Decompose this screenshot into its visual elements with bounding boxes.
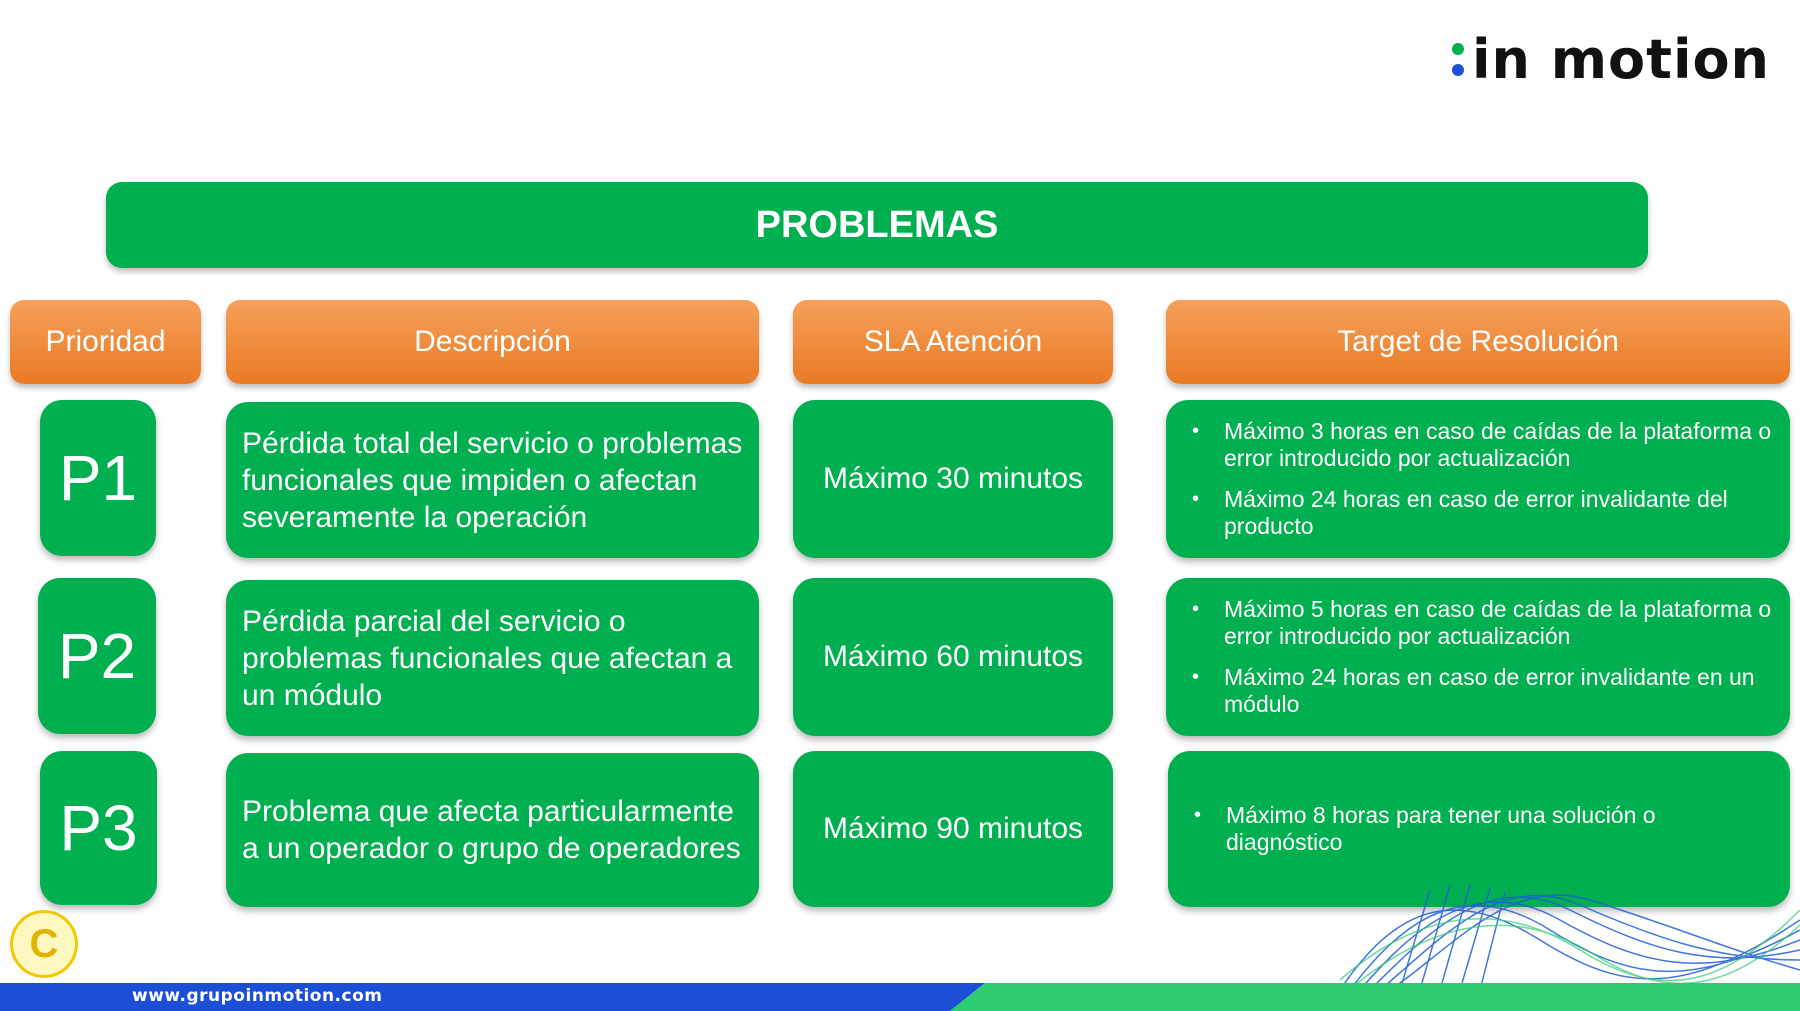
sla-text: Máximo 90 minutos bbox=[822, 812, 1084, 845]
list-item: • Máximo 5 horas en caso de caídas de la … bbox=[1192, 596, 1774, 650]
description-p3: Problema que afecta particularmente a un… bbox=[226, 753, 759, 907]
header-descripcion-label: Descripción bbox=[414, 325, 571, 358]
target-list: • Máximo 3 horas en caso de caídas de la … bbox=[1192, 418, 1774, 540]
target-text: Máximo 24 horas en caso de error invalid… bbox=[1224, 486, 1728, 539]
priority-label: P1 bbox=[58, 442, 138, 514]
header-prioridad: Prioridad bbox=[10, 300, 201, 384]
sla-text: Máximo 60 minutos bbox=[822, 640, 1084, 673]
target-text: Máximo 24 horas en caso de error invalid… bbox=[1224, 664, 1755, 717]
sla-p2: Máximo 60 minutos bbox=[793, 578, 1113, 736]
list-item: • Máximo 24 horas en caso de error invali… bbox=[1192, 486, 1774, 540]
website-link[interactable]: www.grupoinmotion.com bbox=[132, 986, 383, 1006]
header-sla-label: SLA Atención bbox=[863, 325, 1043, 358]
priority-label: P2 bbox=[57, 620, 137, 692]
bullet-icon: • bbox=[1192, 488, 1200, 510]
header-descripcion: Descripción bbox=[226, 300, 759, 384]
target-list: • Máximo 5 horas en caso de caídas de la … bbox=[1192, 596, 1774, 718]
problemas-banner: PROBLEMAS bbox=[106, 182, 1648, 268]
logo-dots-icon bbox=[1452, 43, 1465, 76]
description-text: Pérdida parcial del servicio o problemas… bbox=[242, 604, 733, 712]
target-text: Máximo 5 horas en caso de caídas de la p… bbox=[1224, 596, 1772, 649]
priority-p1: P1 bbox=[40, 400, 156, 556]
list-item: • Máximo 3 horas en caso de caídas de la … bbox=[1192, 418, 1774, 472]
target-p2: • Máximo 5 horas en caso de caídas de la … bbox=[1166, 578, 1790, 736]
priority-label: P3 bbox=[59, 792, 138, 864]
priority-p3: P3 bbox=[40, 751, 157, 905]
description-p1: Pérdida total del servicio o problemas f… bbox=[226, 402, 759, 558]
bullet-icon: • bbox=[1192, 420, 1200, 442]
bullet-icon: • bbox=[1192, 598, 1200, 620]
target-p3: • Máximo 8 horas para tener una solución … bbox=[1168, 751, 1790, 907]
header-target-label: Target de Resolución bbox=[1337, 325, 1619, 358]
description-text: Pérdida total del servicio o problemas f… bbox=[242, 426, 743, 534]
priority-p2: P2 bbox=[38, 578, 156, 734]
banner-title: PROBLEMAS bbox=[755, 203, 999, 246]
target-list: • Máximo 8 horas para tener una solución … bbox=[1194, 802, 1774, 856]
header-target: Target de Resolución bbox=[1166, 300, 1790, 384]
sla-p1: Máximo 30 minutos bbox=[793, 400, 1113, 558]
bullet-icon: • bbox=[1194, 804, 1202, 826]
copyright-coin-icon: C bbox=[10, 910, 78, 978]
header-sla: SLA Atención bbox=[793, 300, 1113, 384]
target-text: Máximo 3 horas en caso de caídas de la p… bbox=[1224, 418, 1772, 471]
description-p2: Pérdida parcial del servicio o problemas… bbox=[226, 580, 759, 736]
inmotion-logo: in motion bbox=[1452, 28, 1770, 91]
footer-band bbox=[0, 983, 1800, 1011]
target-p1: • Máximo 3 horas en caso de caídas de la … bbox=[1166, 400, 1790, 558]
list-item: • Máximo 24 horas en caso de error invali… bbox=[1192, 664, 1774, 718]
header-prioridad-label: Prioridad bbox=[45, 325, 166, 358]
wave-graphic-icon bbox=[1340, 884, 1800, 990]
description-text: Problema que afecta particularmente a un… bbox=[242, 795, 741, 865]
logo-text: in motion bbox=[1472, 28, 1770, 91]
sla-text: Máximo 30 minutos bbox=[822, 462, 1084, 495]
target-text: Máximo 8 horas para tener una solución o… bbox=[1226, 802, 1656, 855]
sla-p3: Máximo 90 minutos bbox=[793, 751, 1113, 907]
list-item: • Máximo 8 horas para tener una solución … bbox=[1194, 802, 1774, 856]
bullet-icon: • bbox=[1192, 666, 1200, 688]
